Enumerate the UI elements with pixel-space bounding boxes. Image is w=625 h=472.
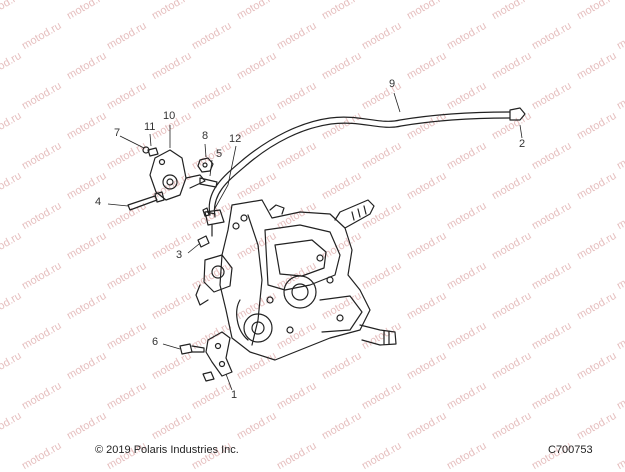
nut-lower [202, 371, 215, 382]
callout-6: 6 [152, 336, 159, 348]
callout-4: 4 [95, 196, 102, 208]
bracket-1 [205, 331, 233, 377]
shift-sensor [149, 149, 206, 201]
bracket-screw [202, 207, 216, 217]
screw-11 [147, 147, 159, 157]
bolt-4 [127, 191, 165, 211]
callout-5: 5 [216, 148, 223, 160]
callout-8: 8 [202, 130, 209, 142]
callout-11: 11 [144, 121, 156, 133]
output-shaft-top [334, 199, 375, 229]
callout-12: 12 [229, 133, 242, 145]
callout-10: 10 [163, 110, 176, 122]
callout-9: 9 [389, 78, 396, 90]
screw-7 [142, 146, 150, 154]
callout-2: 2 [519, 138, 526, 150]
bolt-6 [179, 343, 205, 355]
sensor-assembly [195, 254, 233, 306]
callout-3: 3 [176, 249, 183, 261]
figure-code: C700753 [548, 444, 593, 456]
hose-fitting [204, 209, 225, 237]
callout-1: 1 [231, 389, 238, 401]
transmission-housing [219, 199, 371, 361]
hose-clamp [197, 235, 210, 248]
callout-7: 7 [114, 127, 121, 139]
nut-8 [197, 157, 214, 173]
output-shaft-bottom [359, 324, 397, 346]
copyright-text: © 2019 Polaris Industries Inc. [95, 444, 239, 456]
bolt-5 [199, 177, 218, 188]
